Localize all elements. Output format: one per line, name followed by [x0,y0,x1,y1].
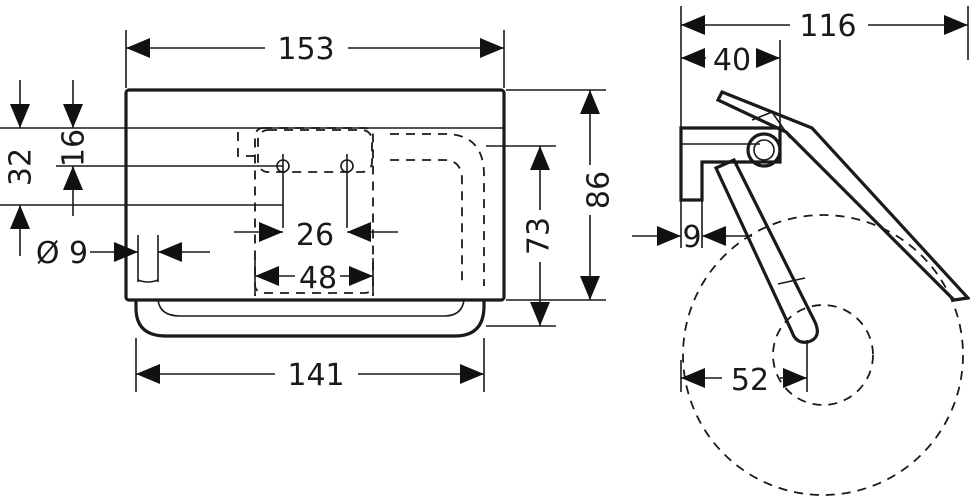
dim-offset-32: 32 [4,148,39,186]
roll-bar-inner [157,299,465,317]
dim-core-52: 52 [731,363,769,398]
dim-hole-spacing-26: 26 [296,218,334,253]
arm-hidden-inner [390,159,463,286]
mounting-plate-hidden [254,127,374,294]
roll-arm [713,157,819,344]
lid [715,89,970,302]
wall-bracket [679,126,782,202]
dim-height-86: 86 [582,171,617,209]
dim-offset-16: 16 [57,129,92,167]
dim-diameter-9: Ø 9 [36,236,88,271]
dim-gap-9: 9 [682,220,701,255]
dim-depth-116: 116 [799,9,856,44]
dim-width-153: 153 [277,32,334,67]
dia-curve [137,279,159,283]
roll-outline-hidden [682,214,964,496]
dim-height-73: 73 [522,217,557,255]
side-dimensions: 116 40 9 52 [632,6,969,398]
front-view [124,88,506,338]
slot-hidden [257,129,373,173]
plate-edge-hidden [237,132,256,157]
pivot [746,132,782,168]
front-dimensions: 153 141 86 73 26 [0,30,617,393]
roll-bar [134,300,486,338]
dim-bracket-40: 40 [713,43,751,78]
holder-body [124,88,506,302]
dim-plate-48: 48 [299,261,337,296]
arm-hidden [390,133,485,286]
dim-width-141: 141 [287,358,344,393]
side-view [679,89,970,496]
roll-core-hidden [772,304,874,406]
